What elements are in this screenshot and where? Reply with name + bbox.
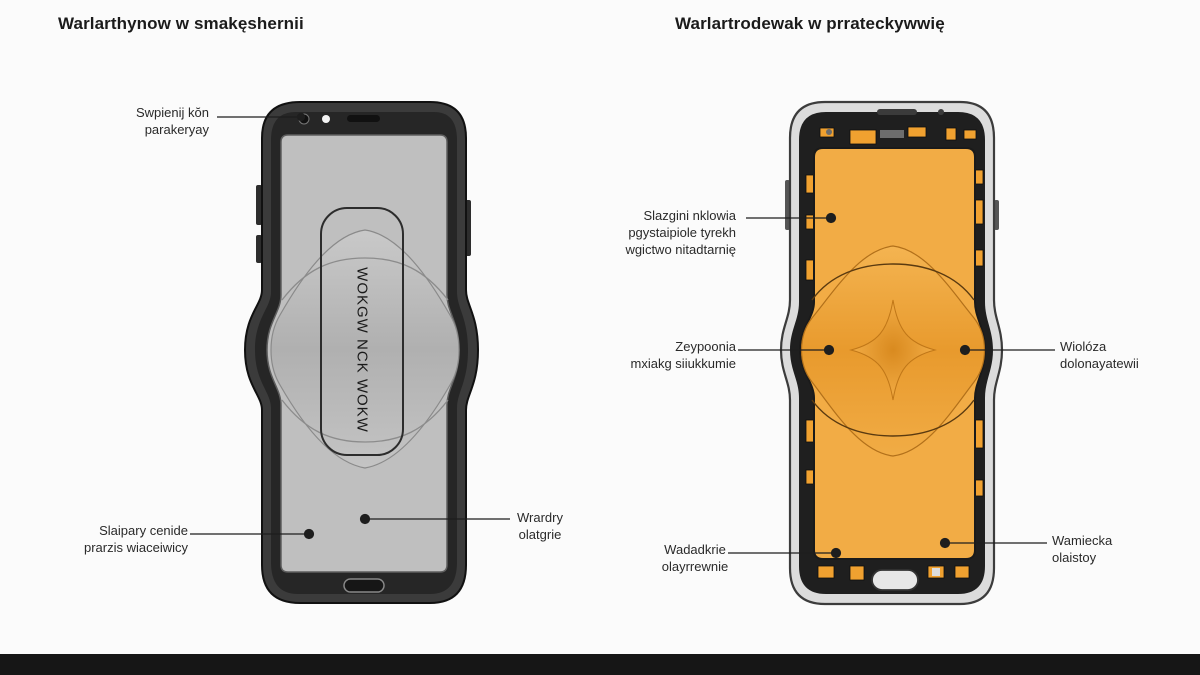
left-phone [243,101,480,604]
right-callout-bottom-right: Wamiecka olaistoy [1052,533,1113,565]
left-callout-bottom-left: Slaipary cenide prarzis wiaceiwicy [83,523,188,555]
left-callout-top: Swpienij kŏn parakeryay [136,105,209,137]
right-phone [779,100,1004,606]
left-callout-bottom-right: Wrardry olatgrie [517,510,563,542]
right-callout-mid-right: Wiolóza dolonayatewii [1060,339,1139,371]
right-callout-upper-left: Slazgini nklowia pgystaipiole tyrekh wgi… [625,208,736,257]
right-callout-bottom-left: Wadadkrie olayrrewnie [661,542,729,574]
left-swelling [270,229,460,469]
left-vertical-text: WOKGW NCK WOKW [353,267,371,433]
right-callout-mid-left: Zeypoonia mxiakg siiukkumie [630,339,736,371]
left-panel-title: Warlarthynow w smakęshernii [58,14,304,33]
right-panel-title: Warlartrodewak w prrateckywwię [675,14,945,33]
footer-bar [0,654,1200,675]
home-button [343,578,385,593]
